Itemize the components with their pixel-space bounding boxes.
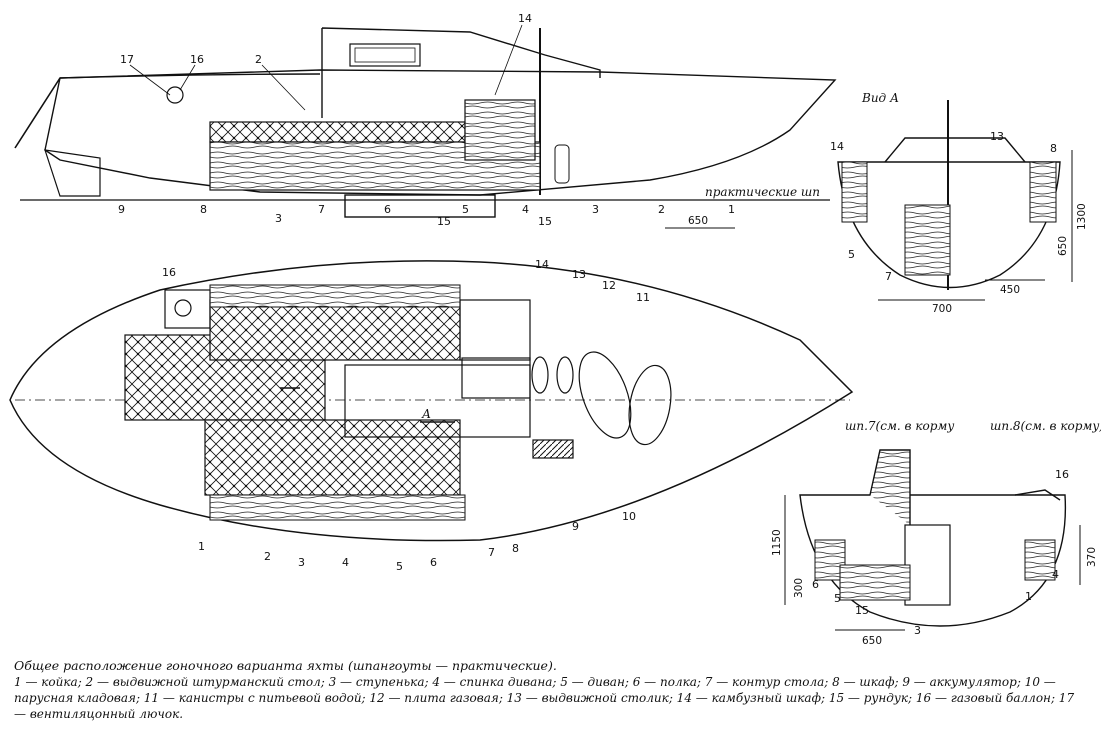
plan-callout-13: 13 — [572, 268, 586, 281]
view-a-labels: Вид А 14 13 8 5 7 1300 650 700 450 — [830, 91, 1088, 315]
plan-callout-8: 8 — [512, 542, 519, 555]
plan-callout-7: 7 — [488, 546, 495, 559]
plan-callout-2: 2 — [264, 550, 271, 563]
callout-15a: 15 — [437, 215, 451, 228]
plan-hull — [9, 260, 854, 542]
plan-callout-14: 14 — [535, 258, 549, 271]
cabin-window — [349, 43, 421, 67]
view-a-callout-13: 13 — [990, 130, 1004, 143]
sail-bag-1 — [578, 351, 632, 439]
view-a-dim-1300: 1300 — [1076, 203, 1088, 230]
side-frame-numbers: 9 8 7 6 5 4 3 2 1 практические шп 650 — [118, 185, 820, 229]
frame-3: 3 — [592, 203, 599, 216]
caption-legend: 1 — койка; 2 — выдвижной штурманский сто… — [14, 675, 1075, 721]
plan-callout-3: 3 — [298, 556, 305, 569]
shelf-bottom — [209, 494, 466, 521]
section-callout-4: 4 — [1052, 568, 1059, 581]
view-a-callout-14: 14 — [830, 140, 844, 153]
section-labels: шп.7(см. в корму шп.8(см. в корму) 16 6 … — [771, 419, 1101, 647]
figure-caption: Общее расположение гоночного варианта ях… — [14, 658, 1089, 722]
section-title-right: шп.8(см. в корму) — [990, 419, 1101, 433]
frame-2: 2 — [658, 203, 665, 216]
section-callout-15: 15 — [855, 604, 869, 617]
section-callout-16: 16 — [1055, 468, 1069, 481]
section-dim-650: 650 — [862, 635, 882, 647]
frame-1: 1 — [728, 203, 735, 216]
rudder — [44, 149, 101, 197]
frame-axis-label: практические шп — [705, 185, 820, 199]
gas-canister — [554, 144, 570, 184]
section-dim-370: 370 — [1086, 547, 1098, 567]
callout-14: 14 — [518, 12, 532, 25]
frame-7: 7 — [318, 203, 325, 216]
transom — [14, 77, 61, 149]
plan-callout-6: 6 — [430, 556, 437, 569]
section-dim-1150: 1150 — [771, 529, 783, 556]
callout-3: 3 — [275, 212, 282, 225]
plan-callout-9: 9 — [572, 520, 579, 533]
water-canister-1 — [531, 356, 549, 394]
frame-8: 8 — [200, 203, 207, 216]
view-a-callout-5: 5 — [848, 248, 855, 261]
plan-callout-4: 4 — [342, 556, 349, 569]
view-a-callout-7: 7 — [885, 270, 892, 283]
shelf-top — [209, 284, 461, 308]
berth-starboard — [204, 419, 461, 496]
caption-title: Общее расположение гоночного варианта ях… — [14, 658, 557, 673]
cabin-house — [321, 27, 601, 118]
view-a-dim-700: 700 — [932, 303, 952, 315]
callout-2: 2 — [255, 53, 262, 66]
section-cabin-left — [869, 449, 911, 525]
galley-cabinet — [459, 299, 531, 361]
view-a-title: Вид А — [861, 91, 899, 105]
settee-top — [209, 299, 461, 361]
side-dimension: 650 — [688, 215, 708, 227]
section-dim-300: 300 — [793, 578, 805, 598]
section-callout-3: 3 — [914, 624, 921, 637]
view-a-dim-650: 650 — [1057, 236, 1069, 256]
hull-outline — [44, 69, 837, 196]
plan-view-marker: А — [421, 407, 431, 421]
stove — [461, 357, 531, 399]
sheer-line — [59, 73, 321, 79]
callout-15b: 15 — [538, 215, 552, 228]
view-a-cabin — [884, 137, 1026, 163]
water-canister-2 — [556, 356, 574, 394]
plan-callout-16: 16 — [162, 266, 176, 279]
view-a — [837, 100, 1073, 301]
section-title-left: шп.7(см. в корму — [845, 419, 954, 433]
section-callout-1: 1 — [1025, 590, 1032, 603]
plan-callout-5: 5 — [396, 560, 403, 573]
view-a-callout-8: 8 — [1050, 142, 1057, 155]
galley-side — [464, 99, 536, 161]
section-callout-6: 6 — [812, 578, 819, 591]
side-callouts: 17 16 2 14 3 15 15 — [120, 12, 552, 228]
section-view — [784, 449, 1081, 631]
section-cabin-right — [1014, 489, 1061, 501]
gas-bottle-locker — [164, 289, 211, 329]
yacht-layout-drawing: 9 8 7 6 5 4 3 2 1 практические шп 650 17… — [9, 12, 1101, 647]
frame-4: 4 — [522, 203, 529, 216]
keel — [344, 194, 496, 218]
section-callout-5: 5 — [834, 592, 841, 605]
plan-callout-1: 1 — [198, 540, 205, 553]
callout-17: 17 — [120, 53, 134, 66]
battery — [532, 439, 574, 459]
plan-callout-10: 10 — [622, 510, 636, 523]
plan-view — [9, 260, 854, 542]
frame-9: 9 — [118, 203, 125, 216]
frame-5: 5 — [462, 203, 469, 216]
plan-callout-12: 12 — [602, 279, 616, 292]
berth-side — [209, 121, 466, 143]
plan-callout-11: 11 — [636, 291, 650, 304]
callout-16: 16 — [190, 53, 204, 66]
table-outline — [344, 364, 531, 438]
view-a-dim-450: 450 — [1000, 284, 1020, 296]
side-view — [14, 27, 837, 218]
frame-6: 6 — [384, 203, 391, 216]
plan-callouts: 16 14 13 12 11 А 1 2 3 4 5 6 7 8 9 10 — [162, 258, 650, 573]
sail-bag-2 — [628, 364, 672, 446]
gas-bottle-side — [166, 86, 184, 104]
